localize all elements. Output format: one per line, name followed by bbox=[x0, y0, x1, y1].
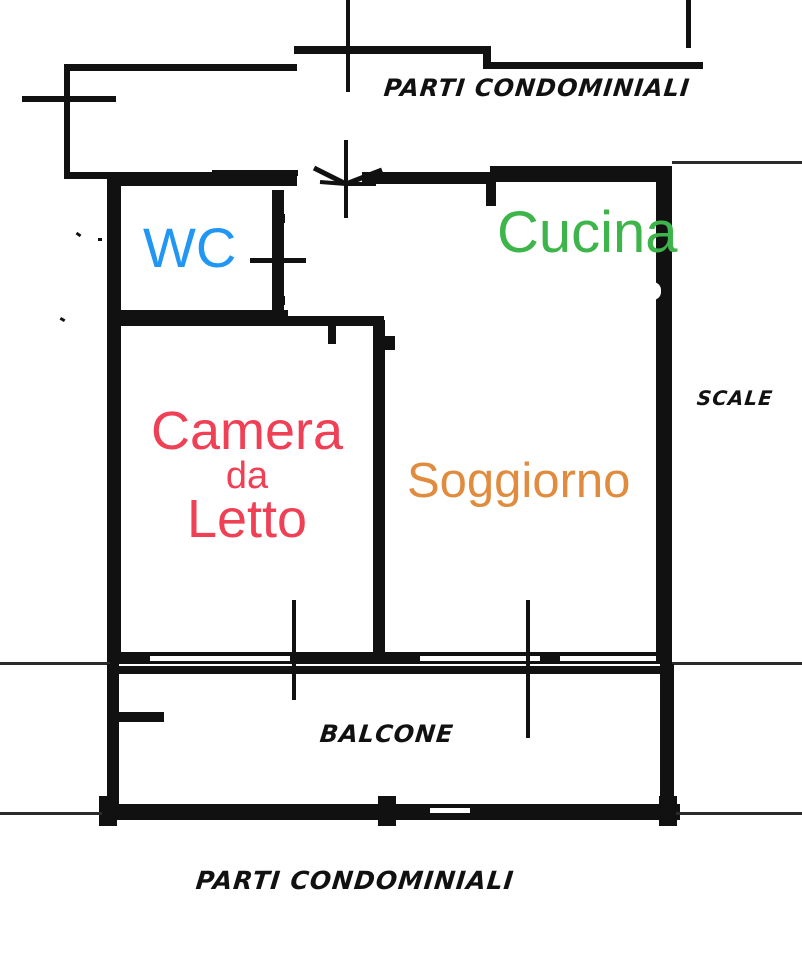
dimension-line-balcony-right bbox=[672, 662, 802, 665]
window-glass-soggiorno-2 bbox=[560, 656, 656, 661]
dimension-tick-left bbox=[22, 96, 116, 102]
balcony-pilaster-left bbox=[99, 796, 117, 826]
window-glass-camera bbox=[150, 656, 290, 661]
wall-top-window-frame-left bbox=[212, 170, 298, 176]
wall-apartment-left-outer bbox=[107, 172, 121, 664]
balcony-pilaster-center bbox=[378, 796, 396, 826]
wall-central-partition-head bbox=[373, 336, 395, 350]
balcony-wall-gap bbox=[430, 808, 470, 813]
room-label-camera-line2: da bbox=[225, 454, 269, 497]
balcony-pilaster-right bbox=[659, 796, 677, 826]
scan-speck-1 bbox=[75, 231, 82, 238]
wall-top-stub-vertical bbox=[346, 0, 350, 64]
wall-top-right-vertical-stub bbox=[686, 0, 691, 48]
room-label-soggiorno: Soggiorno bbox=[407, 454, 631, 508]
scan-speck-2 bbox=[98, 238, 102, 241]
wall-top-stub-vertical-lower bbox=[346, 40, 350, 92]
label-scale: SCALE bbox=[695, 386, 775, 410]
label-parti-condominiali-bottom: PARTI CONDOMINIALI bbox=[194, 866, 516, 895]
wall-bottom-interior bbox=[107, 652, 672, 664]
room-label-camera-line3: Letto bbox=[186, 489, 308, 550]
door-wc-leaf-horizontal bbox=[250, 258, 306, 263]
wall-apartment-top-right bbox=[490, 166, 672, 182]
wall-top-horizontal-right bbox=[483, 62, 703, 69]
scan-speck-3 bbox=[59, 316, 66, 323]
wall-common-left-vertical bbox=[64, 66, 70, 178]
wall-top-horizontal-left bbox=[64, 64, 297, 71]
room-label-camera-da-letto: Camera da Letto bbox=[140, 404, 354, 550]
window-hinge-tick-camera-lower bbox=[292, 664, 296, 700]
dimension-line-top-right bbox=[672, 161, 802, 164]
balcony-railing-stub bbox=[116, 712, 164, 722]
door-wc-head-tick bbox=[276, 214, 285, 223]
wall-notch-right bbox=[651, 282, 661, 300]
label-balcone: BALCONE bbox=[318, 720, 456, 748]
wall-top-horizontal-upper bbox=[294, 46, 490, 54]
wall-cucina-left-jamb bbox=[486, 172, 496, 206]
wall-balcony-left bbox=[107, 664, 119, 814]
room-label-cucina: Cucina bbox=[497, 200, 678, 265]
dimension-line-bottom-right bbox=[676, 812, 802, 815]
wall-corridor-top bbox=[116, 316, 384, 326]
room-label-wc: WC bbox=[143, 216, 237, 279]
wall-central-partition bbox=[373, 320, 385, 658]
wall-corridor-jamb bbox=[328, 316, 336, 344]
window-hinge-tick-soggiorno-lower bbox=[526, 664, 530, 738]
label-parti-condominiali-top: PARTI CONDOMINIALI bbox=[382, 74, 692, 102]
wall-balcony-right bbox=[660, 664, 674, 814]
dimension-line-balcony-left bbox=[0, 662, 110, 665]
window-glass-soggiorno bbox=[420, 656, 540, 661]
dimension-line-bottom-left bbox=[0, 812, 102, 815]
door-wc-foot-tick bbox=[276, 296, 285, 305]
wall-apartment-top-mid bbox=[362, 172, 494, 184]
window-hinge-tick-camera bbox=[292, 600, 296, 674]
wall-common-left-bottom bbox=[64, 172, 116, 179]
wall-top-step-vertical bbox=[483, 46, 491, 66]
room-label-camera-line1: Camera bbox=[150, 401, 344, 461]
window-band-lower bbox=[116, 666, 672, 674]
window-hinge-tick-soggiorno bbox=[526, 600, 530, 674]
